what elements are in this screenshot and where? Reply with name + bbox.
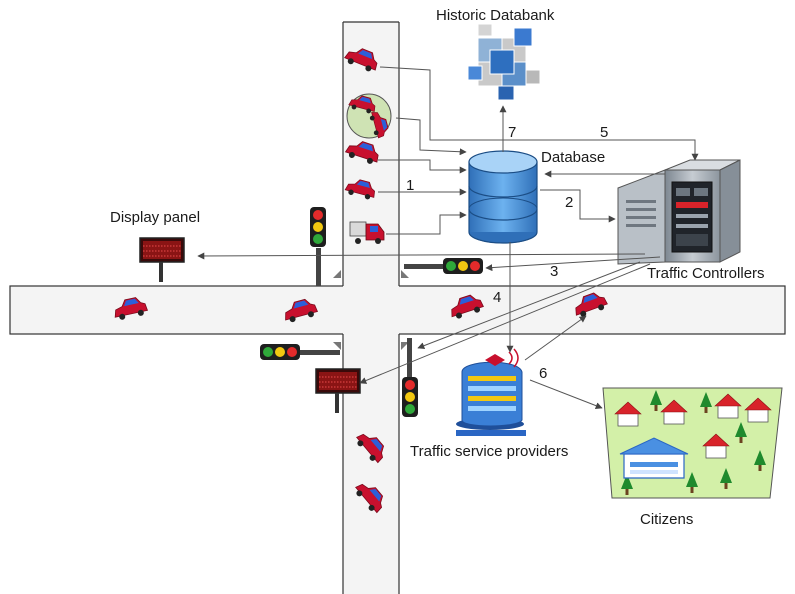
truck-icon <box>349 221 385 244</box>
traffic-controller-icon <box>617 159 741 265</box>
citizens-neighborhood-icon <box>602 387 783 499</box>
controller-to-display-arrow <box>197 252 646 260</box>
sensor-to-db-arrow <box>378 159 467 174</box>
flow-2-arrow <box>540 189 616 223</box>
flow-number-4: 4 <box>493 289 501 306</box>
flow-6-arrow <box>524 315 587 361</box>
labels: Historic Databank Database Display panel… <box>110 7 765 528</box>
historic-databank-label: Historic Databank <box>436 7 555 24</box>
sensor-to-db-arrow <box>386 211 467 235</box>
traffic-light-icon <box>404 258 483 274</box>
flow-number-3: 3 <box>550 263 558 280</box>
display-panels <box>139 237 361 413</box>
flow-number-1: 1 <box>406 177 414 194</box>
historic-databank-icon <box>467 23 541 101</box>
display-panel-icon <box>139 237 185 282</box>
display-panel-label: Display panel <box>110 209 200 226</box>
display-panel-icon <box>315 368 361 413</box>
database-icon <box>468 150 538 244</box>
citizens-label: Citizens <box>640 511 693 528</box>
database-label: Database <box>541 149 605 166</box>
flow-number-2: 2 <box>565 194 573 211</box>
controller-to-light-arrow <box>485 256 661 272</box>
controller-to-light-arrow <box>417 261 641 349</box>
traffic-lights <box>260 207 483 417</box>
traffic-light-icon <box>310 207 326 286</box>
traffic-controllers-label: Traffic Controllers <box>647 265 765 282</box>
traffic-light-icon <box>402 338 418 417</box>
flow-number-6: 6 <box>539 365 547 382</box>
traffic-service-providers-label: Traffic service providers <box>410 443 568 460</box>
flow-number-7: 7 <box>508 124 516 141</box>
vehicles <box>111 43 610 516</box>
data-flow-arrows <box>197 66 699 409</box>
traffic-light-icon <box>260 344 340 360</box>
controller-to-display-arrow <box>359 263 651 384</box>
flow-numbers: 1 2 3 4 5 6 7 <box>406 124 608 382</box>
flow-number-5: 5 <box>600 124 608 141</box>
flow-5-arrow <box>379 66 699 161</box>
provider-to-citizens-arrow <box>529 379 603 409</box>
sensor-to-db-arrow <box>395 117 467 156</box>
service-provider-building-icon <box>456 348 526 436</box>
